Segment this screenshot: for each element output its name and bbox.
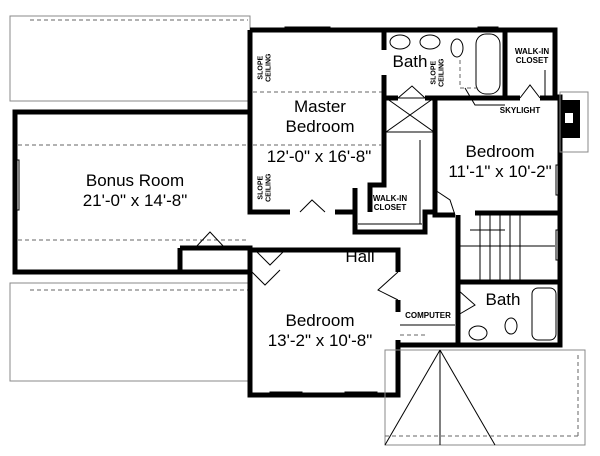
bonus-room-walls — [12, 109, 250, 275]
slope-line2: CEILING — [265, 53, 272, 82]
walkin-line1: WALK-IN — [372, 194, 408, 203]
lower-bath-name: Bath — [485, 290, 521, 309]
bottom-bedroom-name: Bedroom — [285, 311, 355, 330]
linen-closet — [385, 97, 435, 133]
hall-name: Hall — [345, 247, 375, 266]
walkin-line2: CLOSET — [373, 202, 407, 212]
master-bedroom-name-1: Master — [294, 97, 346, 116]
skylight-label: SKYLIGHT — [499, 106, 541, 115]
door-swings — [194, 84, 541, 316]
walkin-closet-middle — [352, 140, 435, 235]
roof-upper-left — [9, 15, 251, 102]
bottom-bedroom-size: 13'-2" x 10'-8" — [267, 331, 373, 350]
right-bedroom-name: Bedroom — [465, 142, 535, 161]
lower-bath-fixtures — [455, 282, 563, 348]
slope-line1: SLOPE — [257, 175, 265, 200]
bottom-bedroom-walls — [177, 245, 458, 398]
computer-label: COMPUTER — [405, 311, 451, 320]
right-bedroom-size: 11'-1" x 10'-2" — [448, 162, 552, 181]
walkin-line2: CLOSET — [515, 55, 549, 65]
walkin-line1: WALK-IN — [514, 47, 550, 56]
slope-line1: SLOPE — [257, 55, 265, 80]
slope-line2: CEILING — [265, 173, 272, 202]
porch-roof — [384, 349, 586, 446]
master-bedroom-name-2: Bedroom — [285, 117, 355, 136]
slope-line1: SLOPE — [430, 60, 438, 85]
bonus-room-size: 21'-0" x 14'-8" — [82, 191, 188, 210]
bonus-room-name: Bonus Room — [85, 171, 185, 190]
right-bedroom-walls — [432, 91, 589, 218]
stairs — [455, 213, 563, 285]
roof-lower-left — [9, 282, 251, 382]
upper-bath-name: Bath — [392, 52, 428, 71]
master-bedroom-size: 12'-0" x 16'-8" — [266, 147, 372, 166]
slope-line2: CEILING — [438, 58, 445, 87]
